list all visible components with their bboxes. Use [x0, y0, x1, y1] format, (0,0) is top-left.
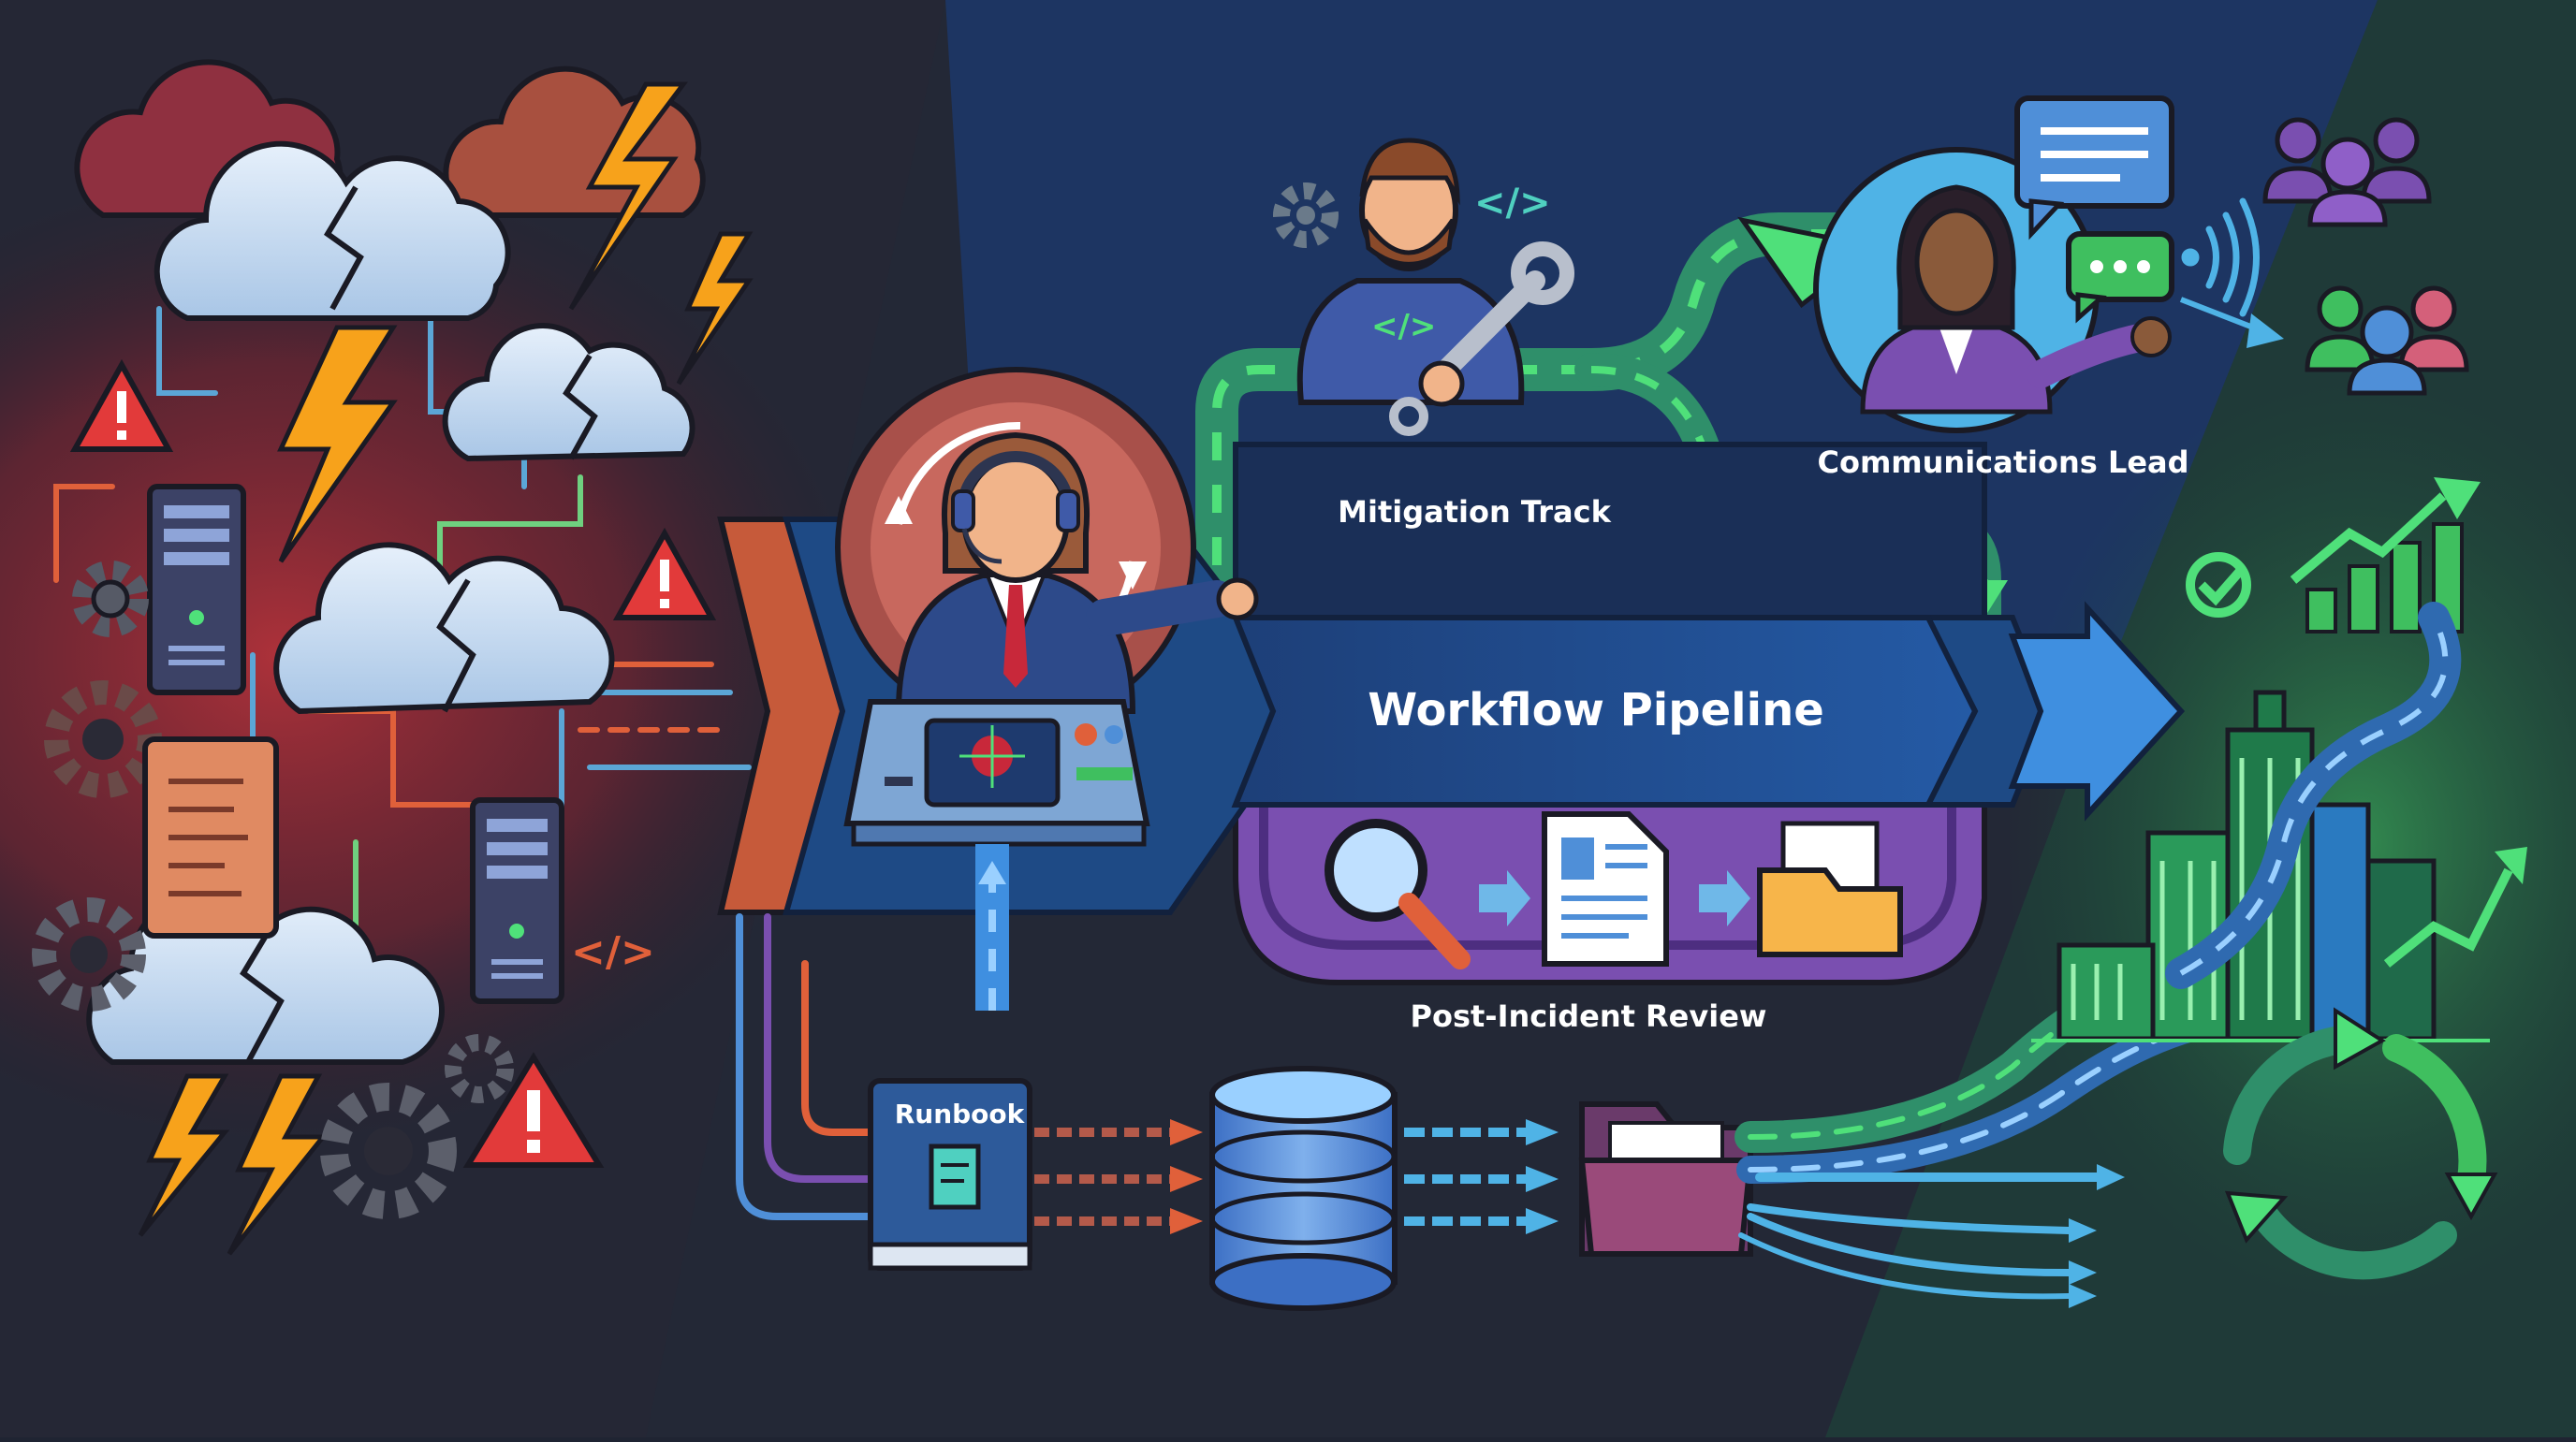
gear-icon [91, 579, 130, 619]
database-icon [1209, 1066, 1398, 1311]
review-step-arrow [1699, 870, 1750, 926]
storm-cloud-icon [273, 542, 615, 715]
storm-cloud-icon [154, 140, 511, 321]
cycle-arrows-icon [2223, 1025, 2487, 1280]
folder-icon [1757, 821, 1903, 957]
warning-icon [69, 358, 174, 452]
lightning-icon [138, 1073, 230, 1237]
warning-icon [612, 527, 717, 620]
folder-icon [1578, 1101, 1754, 1257]
incident-chaos-cluster: </> [32, 59, 754, 1256]
log-scroll-icon [142, 736, 279, 939]
engineer-wrench-icon: </> [1296, 138, 1574, 436]
growth-chart-icon [2290, 477, 2527, 968]
lightning-icon [227, 1073, 329, 1256]
resolution-cluster [2031, 477, 2527, 1280]
magnifier-icon [1325, 819, 1471, 969]
headset-operator-icon [835, 367, 1259, 728]
signal-waves-icon [2181, 197, 2260, 317]
mitigation-track-box [1233, 442, 1987, 625]
review-step-arrow [1479, 870, 1530, 926]
server-icon [147, 484, 246, 695]
warning-icon [462, 1052, 605, 1168]
document-icon [1542, 811, 1669, 967]
lightning-icon [277, 325, 398, 563]
mitigation-track-label: Mitigation Track [1338, 494, 1611, 530]
code-icon: </> [1474, 182, 1551, 225]
gear-icon [320, 1083, 457, 1219]
pipeline-exit-arrow [2008, 601, 2186, 822]
storm-cloud-icon [442, 323, 695, 462]
communications-lead-icon: Communications Lead [1813, 147, 2189, 480]
user-group-icon [2305, 285, 2469, 396]
code-icon: </> [571, 928, 655, 976]
workflow-pipeline-title: Workflow Pipeline [1368, 684, 1824, 736]
gear-icon [445, 1034, 514, 1103]
gear-icon [72, 561, 149, 637]
post-incident-review-label: Post-Incident Review [1411, 998, 1767, 1034]
gear-icon [1273, 182, 1339, 248]
pipeline-main-arrow [1231, 615, 1979, 808]
lightning-icon [676, 231, 754, 386]
cycle-arrows-icon [2224, 1007, 2498, 1244]
runbook-book-icon: Runbook [868, 1078, 1032, 1271]
communications-lead-label: Communications Lead [1817, 444, 2188, 480]
lightning-icon [568, 81, 688, 311]
chat-bubble-icon [2066, 231, 2174, 324]
broadcast-arrow [2247, 313, 2284, 348]
server-icon [470, 797, 564, 1004]
chat-bubble-icon [2014, 95, 2174, 240]
gear-icon [32, 897, 146, 1012]
checkmark-icon [2186, 552, 2251, 618]
user-group-icon [2262, 117, 2432, 227]
control-console-icon [843, 699, 1150, 1011]
code-icon: </> [1371, 308, 1436, 345]
runbook-label: Runbook [895, 1099, 1026, 1129]
